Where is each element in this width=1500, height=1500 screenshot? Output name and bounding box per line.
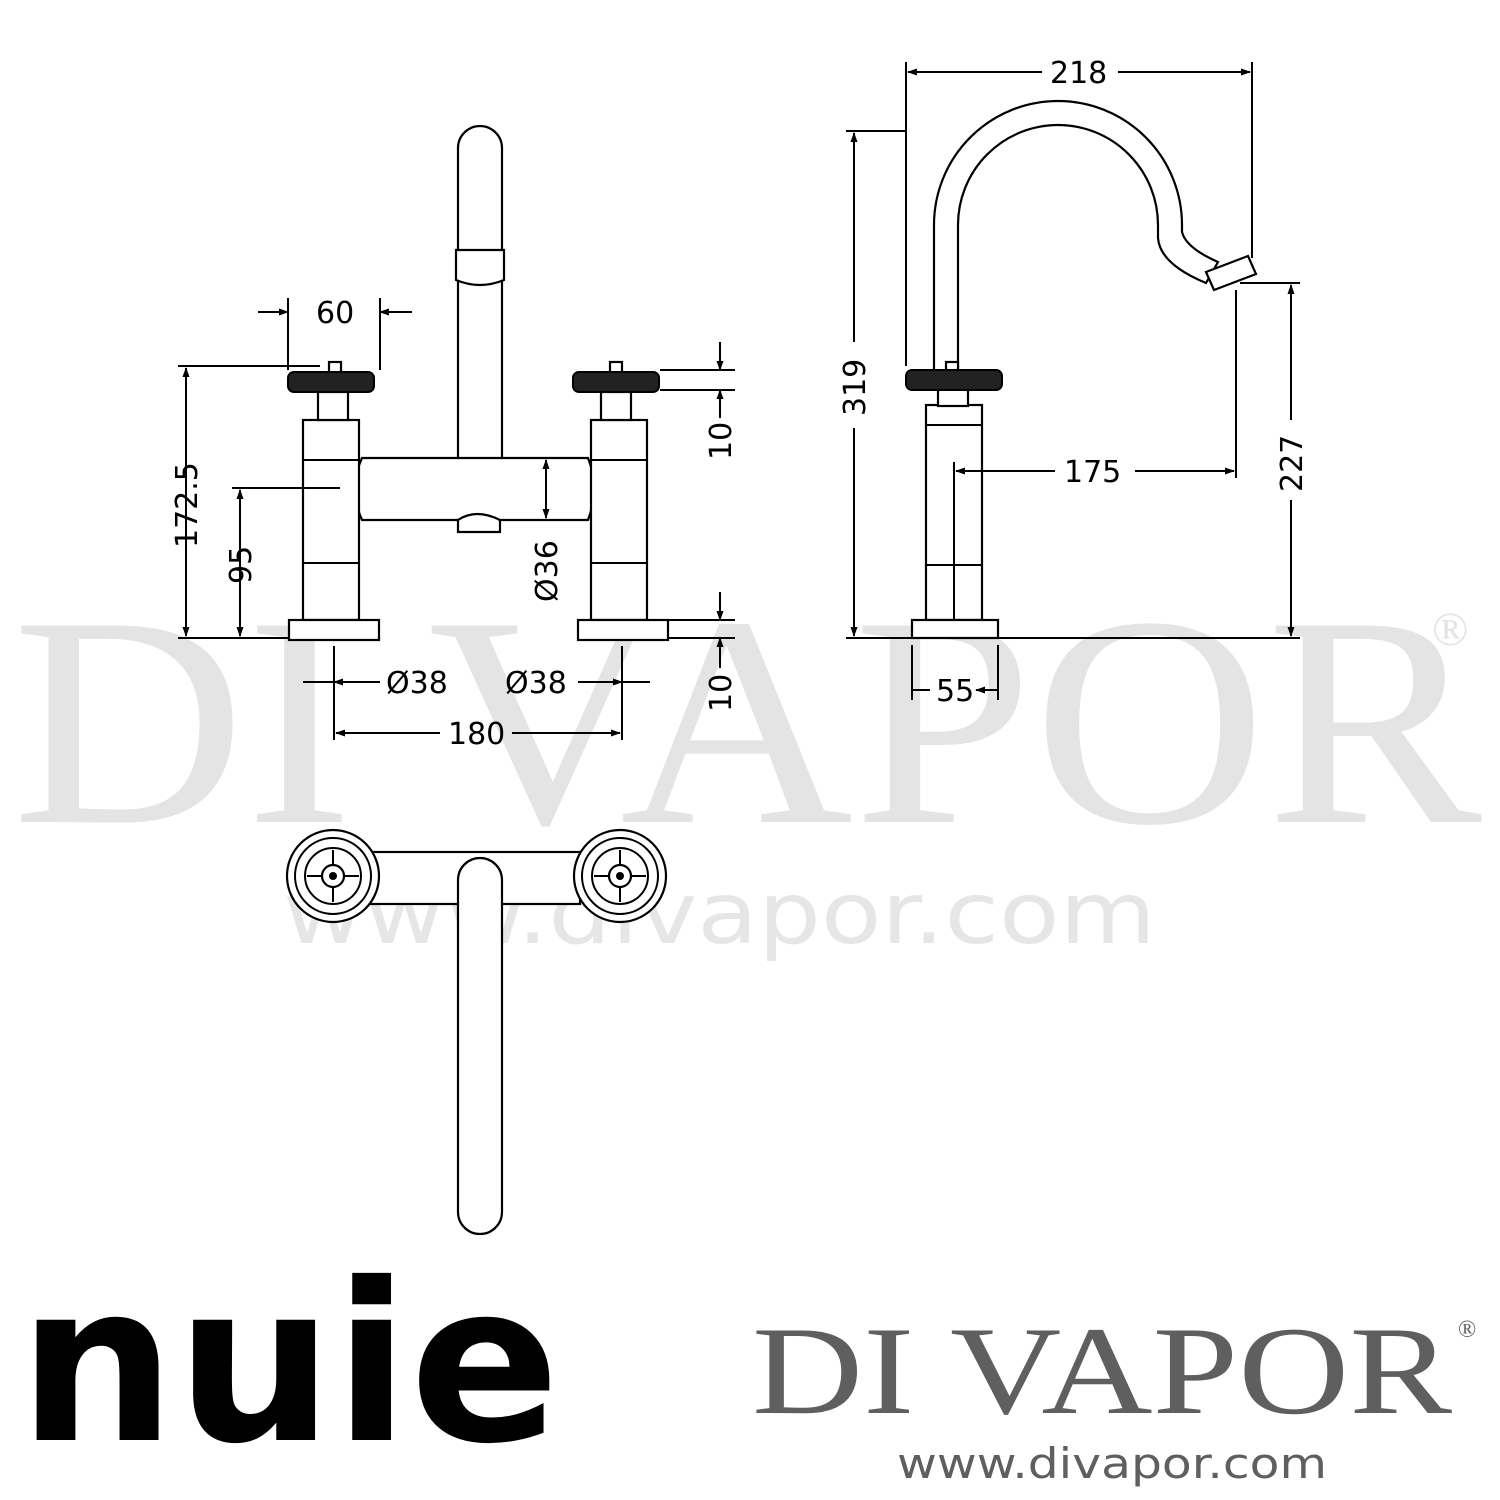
front-spout [456, 124, 504, 464]
dim-total-height: 172.5 [170, 462, 205, 548]
dim-base-diameter-right: Ø38 [505, 666, 567, 701]
brand-registered-mark: ® [1458, 1317, 1476, 1343]
top-left-handle [285, 828, 381, 924]
watermark-wordmark: DI VAPOR [12, 555, 1484, 887]
nuie-logo: nuie [18, 1236, 560, 1492]
side-spout [932, 99, 1220, 374]
dim-side-base: 55 [936, 674, 974, 709]
dim-spout-span: 218 [1050, 56, 1107, 91]
top-view [285, 828, 668, 1236]
footer: nuie DI VAPOR ® www.divapor.com [18, 1236, 1476, 1492]
side-handle [905, 369, 1003, 391]
dim-base-diameter-left: Ø38 [386, 666, 448, 701]
front-view: 60 172.5 95 Ø36 10 10 Ø38 Ø38 [170, 124, 739, 752]
watermark-registered-mark: ® [1432, 603, 1468, 656]
dim-body-height: 95 [224, 546, 259, 584]
side-base [910, 618, 1000, 640]
side-view: 218 319 227 175 55 [838, 56, 1310, 709]
watermark: DI VAPOR ® www.divapor.com [12, 555, 1484, 964]
front-spout-outlet [454, 248, 506, 287]
side-spout-outlet [1204, 254, 1258, 292]
dim-base-thickness: 10 [704, 674, 739, 712]
top-spout [456, 856, 504, 1236]
dim-spout-outlet-height: 227 [1275, 435, 1310, 492]
front-left-handle [287, 371, 375, 393]
top-right-handle [572, 828, 668, 924]
dim-handle-width: 60 [316, 296, 354, 331]
front-left-pillar [287, 360, 381, 642]
dim-handle-thickness: 10 [704, 422, 739, 460]
dim-spout-reach: 175 [1064, 455, 1121, 490]
front-right-pillar [572, 360, 670, 642]
dim-side-height: 319 [838, 359, 873, 416]
front-right-handle [572, 371, 660, 393]
brand-url: www.divapor.com [897, 1439, 1327, 1488]
dim-body-diameter: Ø36 [530, 540, 565, 602]
front-bridge-underside-outlet [456, 512, 502, 534]
brand-wordmark: DI VAPOR [752, 1302, 1452, 1441]
front-bridge-body [353, 456, 596, 522]
dim-centres: 180 [448, 717, 505, 752]
